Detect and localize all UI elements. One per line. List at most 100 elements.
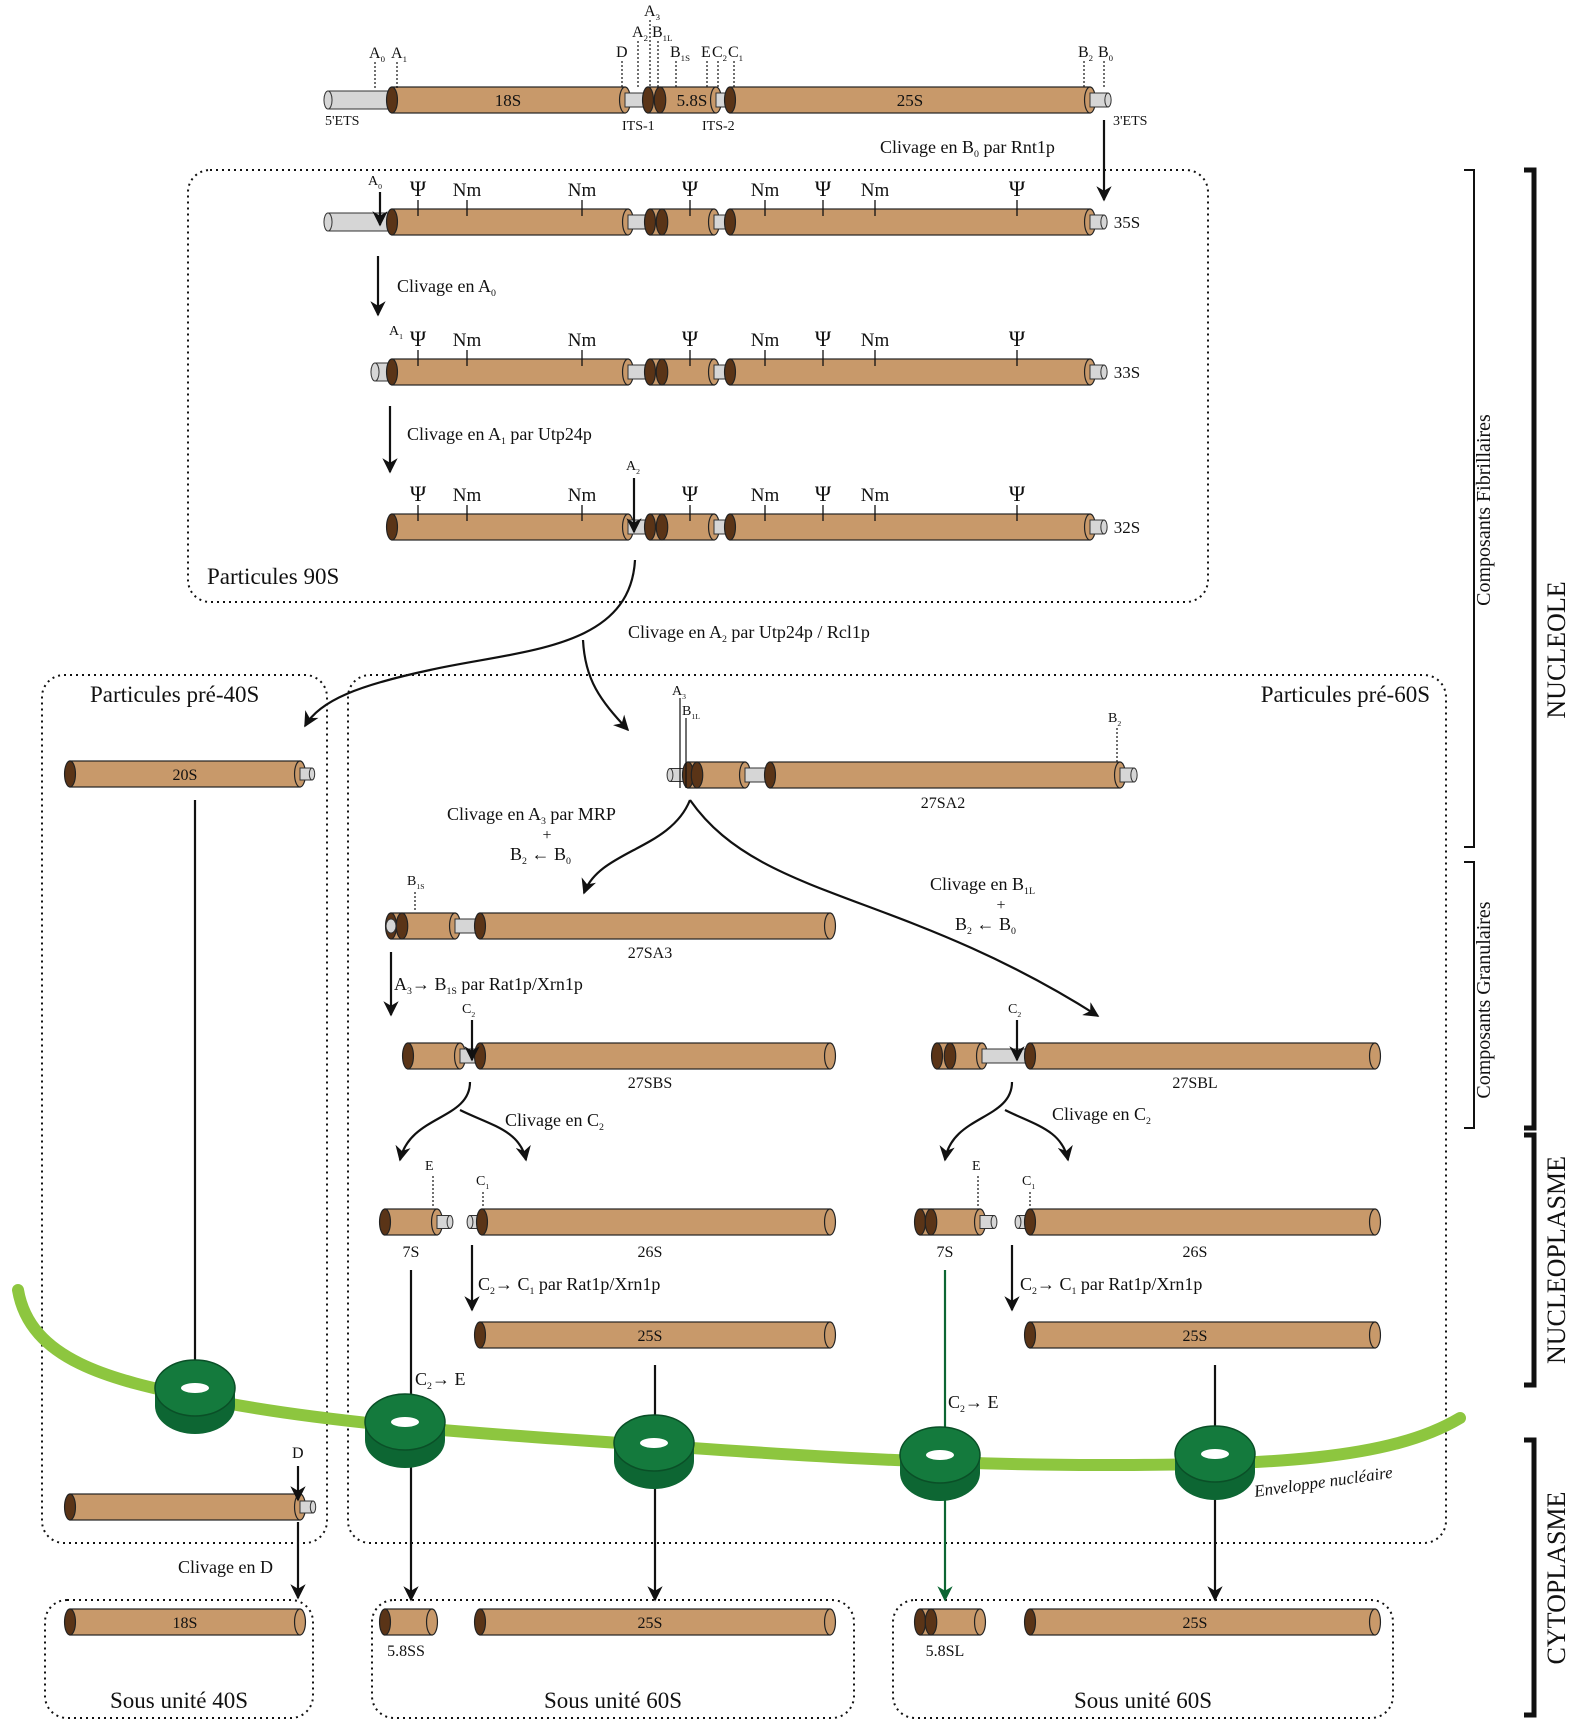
s7a-body [384,1208,438,1236]
arrow-a2-60s [581,639,630,732]
arrow-a2-40s [304,559,637,728]
p32-58s-cap [643,513,657,541]
p32-25s-body [729,513,1091,541]
sbs-58s-cap [401,1042,415,1070]
s26b-spacer-cap [1014,1215,1022,1229]
p35-18s-cap [385,208,399,236]
p33-mod-nm-4: Nm [751,330,780,351]
sbl-label: 27SBL [1172,1075,1217,1092]
mature-58sl-end [973,1608,987,1636]
step-c2c1b: C2​→ C1​ par Rat1p/Xrn1p [1020,1274,1202,1297]
step-c2b: Clivage en C2​ [1052,1104,1151,1127]
s25a-label: 25S [638,1328,663,1345]
nuclear-pore-icon [1174,1425,1256,1500]
p20-d-label: D [292,1445,304,1462]
arrow-b1l [689,799,1100,1017]
bracket-nucleole [1524,167,1537,1131]
pore-hole-2 [640,1438,668,1448]
mature-25s-a-cap [473,1608,487,1636]
step-a0: Clivage en A0​ [397,276,496,299]
p33-25s-cap [723,358,737,386]
mature-58ss-end [425,1608,439,1636]
step-a3-l1: Clivage en A3​ par MRP [447,804,616,827]
p20-cyto-spacer-end [309,1500,317,1514]
p20-cap [63,760,77,788]
p33-3ets-end [1100,364,1108,380]
sa2-a3-label: A3​ [672,684,686,701]
seg-58s-label: 5.8S [677,91,708,110]
p35-mod-psi-5: Ψ [815,176,832,201]
step-a1: Clivage en A1​ par Utp24p [407,424,592,447]
box-pre40s-label: Particules pré-40S [90,682,259,707]
s26b-label: 26S [1183,1244,1208,1261]
sa3-ring [395,912,409,940]
mature-25s-b-label: 25S [1183,1615,1208,1632]
sbs-58s-body [407,1042,461,1070]
arrow-c2b-left [939,1081,1014,1162]
p35-5ets [327,212,393,232]
step-b0: Clivage en B0​ par Rnt1p [880,137,1055,160]
nuclear-pore-icon [154,1359,236,1434]
box-pre40s [41,674,328,1544]
ets3-spacer-end [1104,92,1112,108]
s26b-c1-label: C1​ [1022,1174,1035,1191]
p32-mod-psi-5: Ψ [815,481,832,506]
step-b1l-l1: Clivage en B1L​ [930,874,1035,897]
mature-25s-a-end [823,1608,837,1636]
p35-mod-nm-4: Nm [751,180,780,201]
nuclear-pore-icon [613,1414,695,1489]
seg-18s-cap [385,86,399,114]
sa3-label: 27SA3 [628,945,672,962]
pore-hole-1 [391,1417,419,1427]
pore-hole-4 [1201,1449,1229,1459]
ets3-label: 3'ETS [1113,114,1147,129]
bracket-nucleoplasme [1524,1132,1537,1388]
ets5-spacer [327,90,393,110]
s26a-label: 26S [638,1244,663,1261]
p32-25s-cap [723,513,737,541]
sa2-label: 27SA2 [921,795,965,812]
p35-a0-label: A0​ [368,174,382,191]
sbs-25s-cap [473,1042,487,1070]
s7a-label: 7S [403,1244,420,1261]
s25b-body [1029,1321,1376,1349]
s25a-end [823,1321,837,1349]
box-60s-a [371,1599,855,1719]
bracket-fibrillar [1464,169,1475,848]
s26a-body [481,1208,831,1236]
pore-hole-0 [181,1383,209,1393]
site-label-B1S: B1S​ [670,44,690,63]
step-c2eb: C2​→ E [948,1392,998,1415]
site-label-E: E [701,44,711,61]
p35-58s-ring [655,208,669,236]
step-d: Clivage en D [178,1557,273,1577]
p20-label: 20S [173,767,198,784]
s7b-cap [913,1208,927,1236]
site-label-A1: A1​ [391,45,407,64]
p33-mod-psi-3: Ψ [682,326,699,351]
sbl-its2 [981,1048,1031,1064]
p32-58s-ring [655,513,669,541]
s26a-c1-label: C1​ [476,1174,489,1191]
sbl-25s-cap [1023,1042,1037,1070]
p33-18s-cap [385,358,399,386]
p35-mod-nm-6: Nm [861,180,890,201]
box-40s-label: Sous unité 40S [110,1688,248,1713]
step-c2a: Clivage en C2​ [505,1110,604,1133]
p35-5ets-cap [323,212,333,232]
p33-a1-label: A1​ [389,324,403,341]
bracket-granular [1464,861,1475,1129]
p35-mod-nm-1: Nm [453,180,482,201]
sa2-a3-spacer-cap [666,768,674,782]
p20-cyto-cap [63,1493,77,1521]
p33-mod-psi-0: Ψ [410,326,427,351]
p32-mod-psi-7: Ψ [1009,481,1026,506]
p33-mod-nm-1: Nm [453,330,482,351]
p20-cyto-body [69,1493,301,1521]
p20-body [69,760,301,788]
p32-18s-body [391,513,629,541]
p35-18s-body [391,208,629,236]
sa2-25s-cap [763,761,777,789]
nuclear-pore-icon [899,1426,981,1501]
mature-18s-label: 18S [173,1615,198,1632]
